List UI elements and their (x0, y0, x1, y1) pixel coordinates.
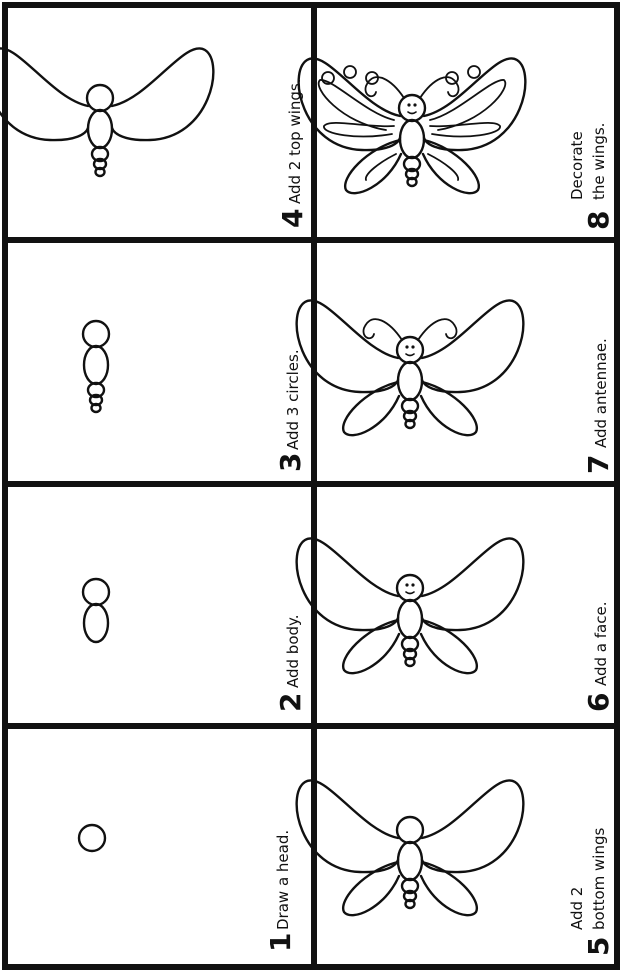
step-caption-line-1: Add 2 (568, 887, 586, 930)
panel-step-7: 7 Add antennae. (297, 300, 615, 474)
wing-decorations (319, 66, 506, 180)
step-caption: Add 3 circles. (284, 349, 302, 450)
step-caption: Draw a head. (274, 830, 292, 930)
butterfly-head (397, 337, 423, 363)
panel-step-4: 4 Add 2 top wings. (0, 48, 309, 228)
butterfly-face (407, 103, 416, 113)
step-number: 3 (274, 453, 307, 472)
step-number: 5 (582, 937, 615, 956)
tail-circles (92, 147, 108, 176)
top-wings (297, 538, 524, 630)
butterfly-face (405, 583, 414, 593)
step-number: 4 (276, 209, 309, 228)
tail-circles (88, 383, 104, 412)
step-caption: Add a face. (592, 602, 610, 687)
tail-circles (402, 637, 418, 666)
step-caption-line-2: bottom wings (590, 828, 608, 930)
butterfly-body (84, 604, 108, 642)
butterfly-body (400, 120, 424, 158)
step-caption-line-2: the wings. (590, 123, 608, 200)
butterfly-head (83, 321, 109, 347)
butterfly-body (398, 362, 422, 400)
top-wings (297, 300, 524, 392)
panel-step-2: 2 Add body. (83, 579, 307, 712)
step-number: 6 (582, 693, 615, 712)
step-number: 8 (582, 211, 615, 230)
butterfly-head (79, 825, 105, 851)
butterfly-head (397, 575, 423, 601)
step-caption: Add body. (284, 614, 302, 688)
butterfly-body (398, 600, 422, 638)
butterfly-body (88, 110, 112, 148)
tail-circles (402, 879, 418, 908)
step-caption-line-1: Decorate (568, 131, 586, 200)
panel-step-1: 1 Draw a head. (79, 825, 297, 952)
panel-step-3: 3 Add 3 circles. (83, 321, 307, 472)
butterfly-face (405, 345, 414, 355)
butterfly-body (84, 346, 108, 384)
top-wings (0, 48, 213, 140)
butterfly-head (83, 579, 109, 605)
panel-step-5: 5 Add 2 bottom wings (297, 780, 615, 956)
step-number: 2 (274, 693, 307, 712)
step-number: 1 (264, 933, 297, 952)
butterfly-head (397, 817, 423, 843)
tail-circles (404, 157, 420, 186)
butterfly-head (87, 85, 113, 111)
butterfly-body (398, 842, 422, 880)
panel-step-8: 8 Decorate the wings. (299, 58, 615, 230)
top-wings (297, 780, 524, 872)
tail-circles (402, 399, 418, 428)
panel-step-6: 6 Add a face. (297, 538, 615, 712)
step-number: 7 (582, 455, 615, 474)
step-caption: Add antennae. (592, 338, 610, 448)
butterfly-head (399, 95, 425, 121)
